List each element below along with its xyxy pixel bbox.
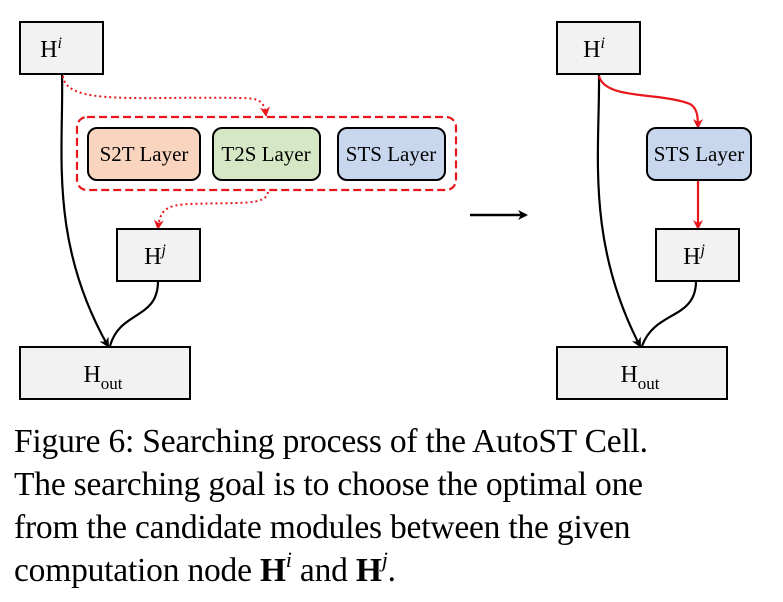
output-node-hout-left-label: Hout — [83, 362, 122, 393]
edge-hi-to-hout-right — [596, 73, 641, 348]
s2t-layer-candidate — [87, 127, 201, 181]
sts-layer-selected — [646, 127, 752, 181]
caption-end: . — [387, 552, 396, 589]
autost-search-diagram: Hi S2T Layer T2S Layer STS Layer Hj Hout… — [19, 21, 752, 400]
input-node-hi-right — [556, 21, 641, 75]
intermediate-node-hj-right-label: Hj — [683, 242, 705, 270]
caption-node-hi-sup: i — [285, 547, 292, 572]
candidate-search-region — [75, 115, 458, 192]
t2s-layer-label: T2S Layer — [221, 142, 310, 166]
caption-line-1: Figure 6: Searching process of the AutoS… — [14, 423, 648, 460]
intermediate-node-hj-left-label: Hj — [144, 242, 166, 270]
output-node-hout-right — [556, 346, 728, 400]
s2t-layer-label: S2T Layer — [100, 142, 189, 166]
caption-node-hj-sup: j — [381, 547, 388, 572]
caption-line-3: from the candidate modules between the g… — [14, 509, 631, 546]
left-panel: Hi S2T Layer T2S Layer STS Layer Hj Hout — [19, 21, 458, 400]
edge-candidates-to-hj-dotted — [153, 191, 269, 230]
figure-caption: Figure 6: Searching process of the AutoS… — [14, 420, 774, 592]
caption-node-hi: H — [259, 552, 286, 589]
output-node-hout-right-label: Hout — [620, 362, 659, 393]
t2s-layer-candidate — [212, 127, 321, 181]
edge-hi-to-candidates-dotted — [62, 75, 270, 117]
edge-hi-to-sts-selected — [597, 75, 703, 129]
caption-line-4: computation node Hi and Hj. — [14, 549, 774, 592]
input-node-hi-left — [19, 21, 104, 75]
edge-hj-to-hout-left — [108, 280, 160, 347]
sts-layer-selected-label: STS Layer — [654, 142, 744, 166]
input-node-hi-left-label: Hi — [40, 35, 62, 63]
input-node-hi-right-label: Hi — [583, 35, 605, 63]
sts-layer-candidate-label: STS Layer — [346, 142, 436, 166]
caption-node-hj: H — [355, 552, 382, 589]
caption-line-2: The searching goal is to choose the opti… — [14, 466, 643, 503]
edge-hj-to-hout-right — [640, 280, 698, 347]
right-panel: Hi STS Layer Hj Hout — [556, 21, 752, 400]
intermediate-node-hj-left — [116, 228, 201, 282]
sts-layer-candidate — [337, 127, 446, 181]
caption-conjunction: and — [291, 552, 356, 589]
edge-hi-to-hout-left — [60, 73, 109, 348]
output-node-hout-left — [19, 346, 191, 400]
intermediate-node-hj-right — [655, 228, 740, 282]
caption-line-4-prefix: computation node — [14, 552, 260, 589]
